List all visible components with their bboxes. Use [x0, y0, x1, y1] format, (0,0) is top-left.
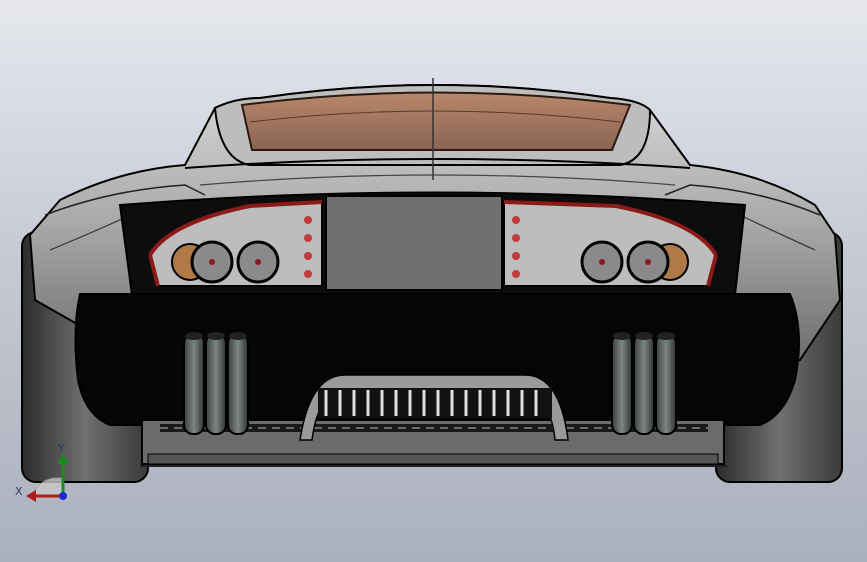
diffuser-slats — [160, 424, 708, 432]
rear-window — [240, 91, 632, 151]
triad-z-axis — [59, 492, 67, 500]
exhaust-pipes-right — [611, 332, 677, 435]
exhaust-pipes-left — [183, 332, 249, 435]
diffuser-grille — [299, 374, 569, 441]
triad-y-label: Y — [58, 442, 65, 455]
license-plate-recess — [325, 195, 503, 291]
tail-light-right — [503, 200, 718, 287]
coordinate-triad-icon: Y X — [10, 438, 80, 510]
tail-light-left — [148, 200, 323, 287]
triad-x-label: X — [15, 485, 23, 498]
